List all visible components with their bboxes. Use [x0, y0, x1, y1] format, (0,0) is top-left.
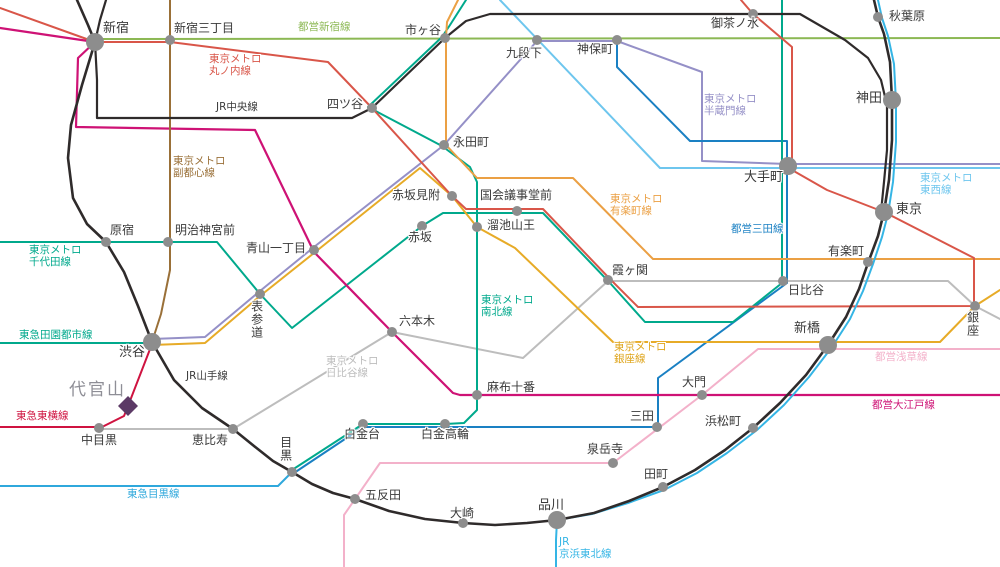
station-dot-mita: [652, 422, 662, 432]
station-dot-ebisu: [228, 424, 238, 434]
rail-line-fukutoshin: [151, 0, 171, 343]
rail-line-yurakucho-line: [445, 0, 1000, 260]
station-dot-naka-meguro: [94, 423, 104, 433]
rail-line-oedo: [0, 26, 1000, 397]
rail-line-toei-shinjuku: [94, 37, 1000, 40]
station-dot-akasaka-mitsuke: [447, 191, 457, 201]
station-dot-otemachi: [779, 157, 797, 175]
station-dot-yurakucho: [863, 257, 873, 267]
rail-line-namboku: [291, 0, 478, 471]
station-dot-tokyo: [875, 203, 893, 221]
rail-line-marunouchi: [0, 0, 975, 308]
station-dot-ginza: [970, 301, 980, 311]
station-dot-hamamatsucho: [748, 423, 758, 433]
rail-line-jr-chuo: [93, 12, 889, 214]
daikanyama-diamond-marker: [118, 396, 138, 416]
station-dot-kokkai-gijidomae: [512, 206, 522, 216]
station-dot-shinjuku-sanchome: [165, 35, 175, 45]
station-dot-kudanshita: [532, 35, 542, 45]
station-dot-sengakuji: [608, 458, 618, 468]
rail-line-ginza-line: [151, 167, 1000, 346]
rail-line-chiyoda: [0, 0, 783, 329]
station-dot-hibiya: [778, 276, 788, 286]
rail-line-hibiya-line: [98, 280, 1000, 430]
station-dot-shimbashi: [819, 336, 837, 354]
rail-line-toyoko: [0, 343, 153, 428]
station-dot-gotanda: [350, 494, 360, 504]
station-dot-daimon: [697, 390, 707, 400]
station-dot-roppongi: [387, 327, 397, 337]
rail-line-tokyu-meguro: [0, 471, 293, 487]
station-dot-meguro: [287, 467, 297, 477]
station-dot-yotsuya: [367, 103, 377, 113]
station-dots-layer: [86, 9, 980, 529]
station-dot-kanda: [883, 91, 901, 109]
station-dot-shinagawa: [548, 511, 566, 529]
station-dot-shinjuku: [86, 33, 104, 51]
highlight-layer: [118, 396, 138, 416]
rail-line-jr-yamanote: [66, 0, 894, 527]
station-dot-tameike-sanno: [472, 222, 482, 232]
rail-line-tozai: [499, 0, 1000, 169]
station-dot-akasaka: [417, 221, 427, 231]
station-dot-ichigaya: [440, 33, 450, 43]
rail-line-mita: [293, 39, 788, 474]
station-dot-meiji-jingumae: [163, 237, 173, 247]
station-dot-shirokanedai: [358, 419, 368, 429]
station-dot-shibuya: [143, 333, 161, 351]
station-dot-nagatacho: [439, 140, 449, 150]
rail-line-hanzomon: [151, 40, 1000, 340]
station-dot-tamachi: [658, 482, 668, 492]
station-dot-ochanomizu: [748, 9, 758, 19]
station-dot-azabu-juban: [472, 390, 482, 400]
station-dot-akihabara: [873, 12, 883, 22]
station-dot-shirokane-takanawa: [440, 419, 450, 429]
station-dot-kasumigaseki: [603, 275, 613, 285]
station-dot-aoyama-itchome: [309, 245, 319, 255]
station-dot-harajuku: [101, 237, 111, 247]
station-dot-jimbocho: [612, 35, 622, 45]
station-dot-omotesando: [255, 289, 265, 299]
station-dot-osaki: [458, 518, 468, 528]
